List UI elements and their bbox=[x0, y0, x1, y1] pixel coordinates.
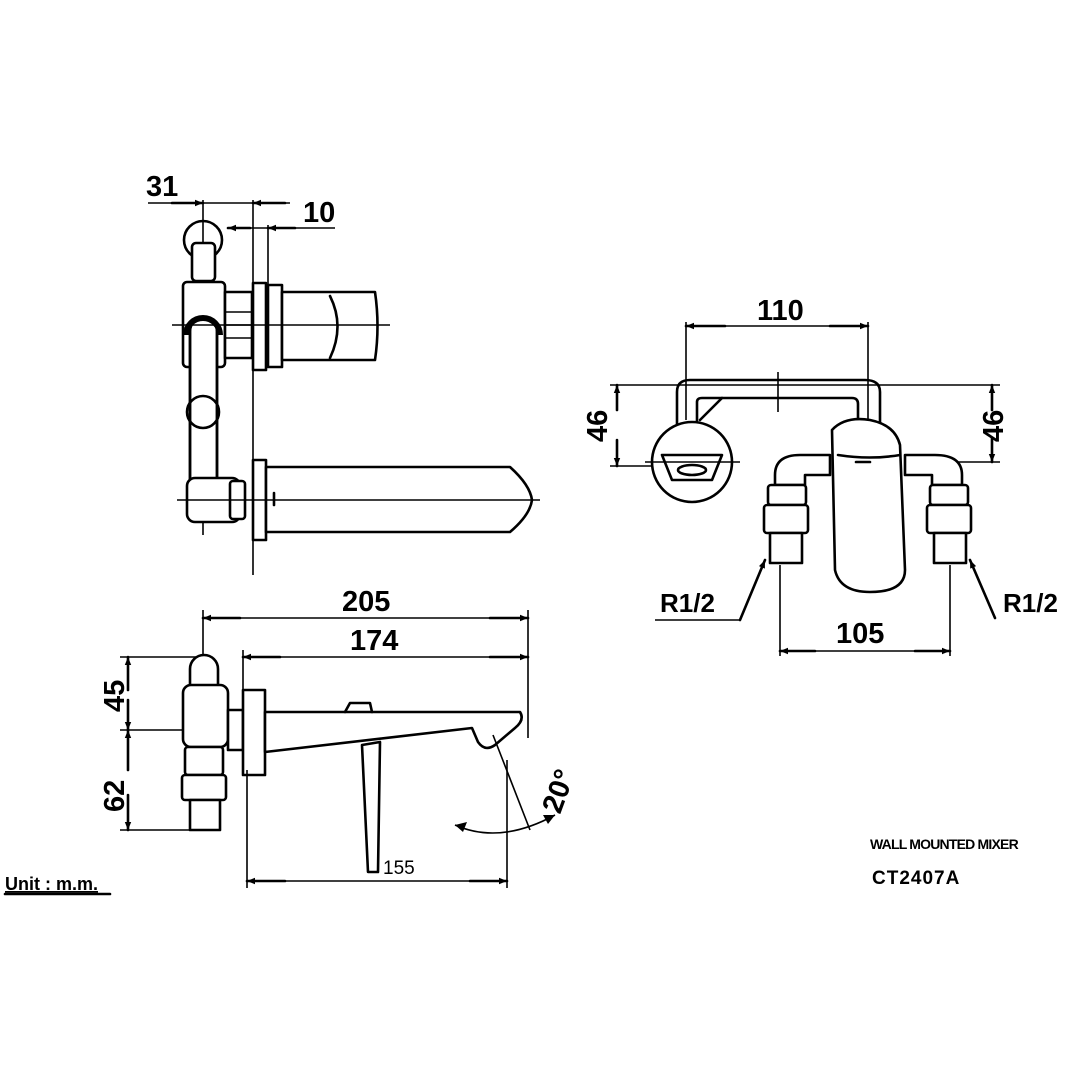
leader-line bbox=[968, 558, 997, 620]
handle-curve bbox=[328, 294, 339, 360]
spout bbox=[263, 710, 523, 754]
pipe-joint bbox=[185, 394, 221, 430]
side-view: 205 174 45 62 20° 155 bbox=[99, 586, 582, 888]
dim-angle-label: 20° bbox=[537, 765, 582, 817]
dim-205-label: 205 bbox=[342, 586, 390, 618]
wall-plate bbox=[251, 281, 268, 372]
dim-62-label: 62 bbox=[99, 780, 131, 812]
unit-label: Unit : m.m. bbox=[5, 874, 98, 894]
valve-body bbox=[181, 683, 230, 749]
lower-nut bbox=[183, 745, 225, 777]
thread-left-label: R1/2 bbox=[660, 588, 715, 618]
left-inlet bbox=[768, 531, 804, 565]
right-inlet bbox=[932, 531, 968, 565]
dim-46-right-label: 46 bbox=[978, 410, 1010, 442]
dim-31-label: 31 bbox=[146, 171, 178, 203]
mixer-lever bbox=[830, 417, 907, 594]
top-stem bbox=[190, 241, 217, 283]
right-nut bbox=[928, 483, 970, 507]
dim-110-label: 110 bbox=[757, 295, 804, 327]
left-elbow bbox=[773, 453, 832, 487]
lower-inlet bbox=[188, 798, 222, 832]
front-view: 110 46 46 R1/2 R1/2 bbox=[582, 295, 1058, 656]
dim-155-label: 155 bbox=[383, 858, 415, 879]
connector bbox=[226, 708, 245, 752]
angle-arc bbox=[454, 814, 556, 834]
vertical-pipe bbox=[188, 316, 219, 504]
dim-105-label: 105 bbox=[836, 618, 884, 650]
thread-right-label: R1/2 bbox=[1003, 588, 1058, 618]
drawing-title: WALL MOUNTED MIXER bbox=[870, 836, 1019, 852]
model-number: CT2407A bbox=[872, 868, 960, 889]
right-elbow bbox=[903, 453, 964, 487]
leader-line bbox=[738, 558, 767, 622]
u-pipe-inner bbox=[695, 396, 860, 427]
lever bbox=[360, 740, 382, 874]
ring bbox=[266, 283, 284, 369]
dim-174-label: 174 bbox=[350, 625, 398, 657]
angle-line bbox=[492, 734, 531, 831]
left-nut bbox=[766, 483, 808, 507]
wall-plate bbox=[241, 688, 267, 777]
handle bbox=[280, 290, 379, 362]
top-view: 31 10 bbox=[146, 171, 540, 575]
dim-46-left-label: 46 bbox=[582, 410, 614, 442]
dim-45-label: 45 bbox=[99, 680, 131, 712]
dim-10-label: 10 bbox=[303, 197, 335, 229]
cap-detail bbox=[660, 453, 724, 482]
